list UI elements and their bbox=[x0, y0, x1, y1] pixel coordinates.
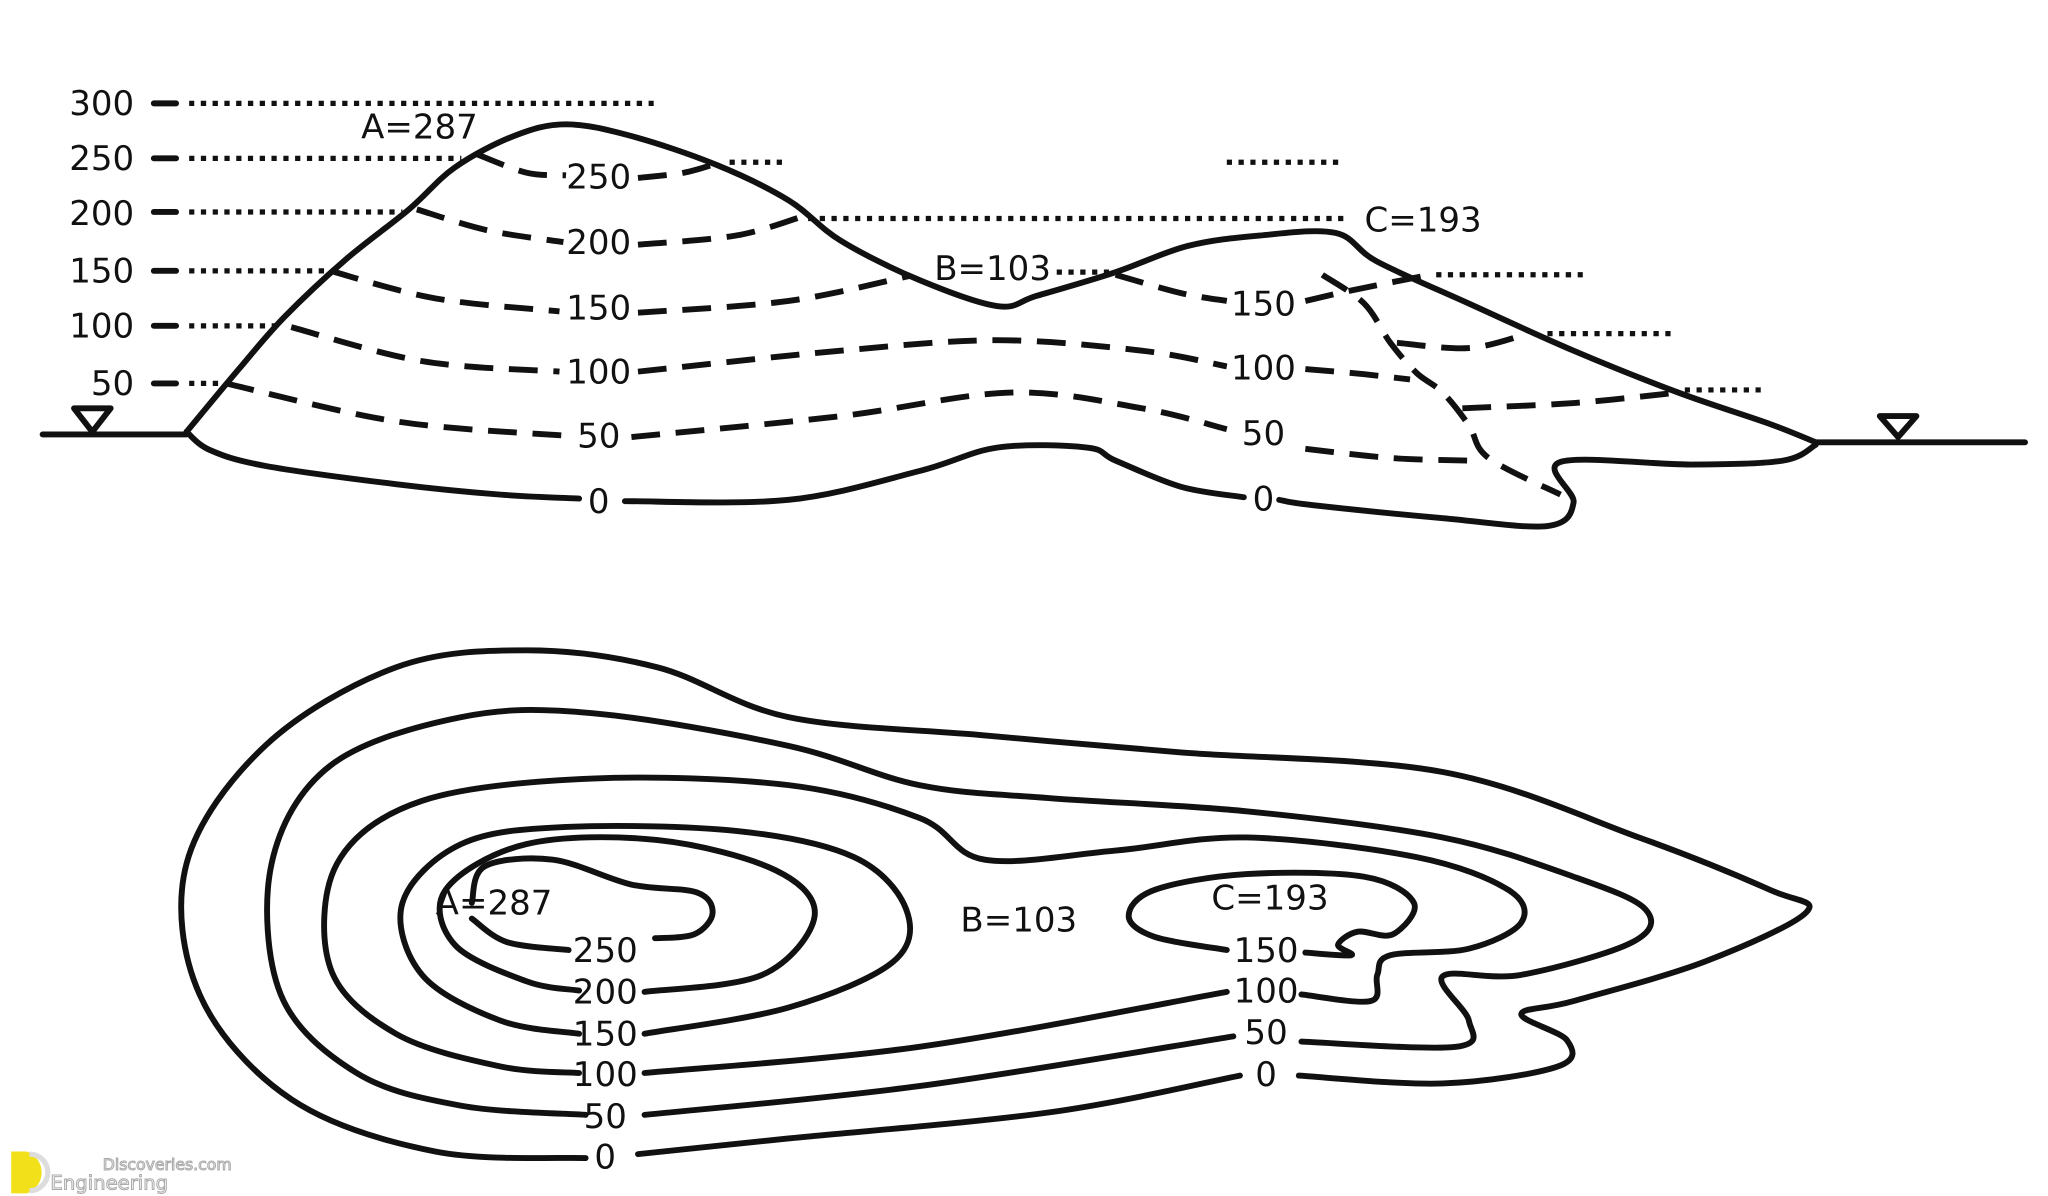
plan-view: A=287 B=103 C=193 250 200 150 100 50 0 1… bbox=[178, 647, 1813, 1178]
terrain-base-0 bbox=[1276, 441, 1819, 530]
section-contour-150 bbox=[329, 268, 560, 315]
section-contour-50 bbox=[631, 389, 1228, 440]
section-contour-100 bbox=[637, 337, 1228, 375]
section-contour-100 bbox=[1305, 366, 1411, 383]
plan-contour-labels-right: 150 100 50 0 bbox=[1234, 931, 1299, 1095]
logo-text: Engineering bbox=[50, 1171, 168, 1194]
peak-c-label: C=193 bbox=[1365, 201, 1482, 241]
contour-label: 150 bbox=[573, 1015, 638, 1055]
section-contour-50 bbox=[1462, 389, 1679, 412]
contour-label: 250 bbox=[566, 157, 631, 197]
logo-text: Discoveries.com bbox=[103, 1155, 232, 1174]
plan-contour-labels-left: 250 200 150 100 50 0 bbox=[573, 931, 638, 1178]
cross-section: 300 250 200 150 100 50 A=287 B=103 C=193… bbox=[39, 84, 2028, 530]
contour-label: 150 bbox=[1234, 931, 1299, 971]
peak-c-label: C=193 bbox=[1211, 878, 1328, 918]
peak-a-label: A=287 bbox=[436, 884, 553, 924]
terrain-base-0 bbox=[183, 428, 583, 502]
section-contour-150 bbox=[1114, 271, 1228, 304]
contour-label: 200 bbox=[573, 973, 638, 1013]
terrain-base-0 bbox=[621, 442, 1247, 506]
section-contour-50 bbox=[1305, 445, 1469, 464]
plan-contour-100 bbox=[641, 988, 1230, 1076]
contour-label: 50 bbox=[1242, 414, 1285, 454]
contour-label: 250 bbox=[573, 931, 638, 971]
elevation-label: 250 bbox=[69, 139, 134, 179]
contour-label: 150 bbox=[1231, 284, 1296, 324]
plan-contour-150-a bbox=[397, 822, 914, 1037]
contour-label: 0 bbox=[588, 482, 610, 522]
logo-mark bbox=[11, 1151, 42, 1194]
plan-contour-50 bbox=[641, 1033, 1237, 1118]
elevation-label: 50 bbox=[91, 364, 134, 404]
contour-label: 100 bbox=[573, 1055, 638, 1095]
contour-label: 150 bbox=[566, 288, 631, 328]
plan-contour-150-c bbox=[1125, 869, 1418, 959]
contour-labels-left: 250 200 150 100 50 0 bbox=[566, 157, 631, 522]
elevation-axis-labels: 300 250 200 150 100 50 bbox=[69, 84, 134, 404]
contour-label: 0 bbox=[1255, 1055, 1277, 1095]
contour-label: 100 bbox=[566, 352, 631, 392]
terrain-profile bbox=[183, 121, 1819, 446]
elevation-label: 150 bbox=[69, 252, 134, 292]
contour-label: 0 bbox=[594, 1138, 616, 1178]
plan-contour-200 bbox=[436, 834, 818, 995]
section-contour-200 bbox=[637, 213, 806, 248]
contour-label: 100 bbox=[1231, 348, 1296, 388]
section-contour-100 bbox=[1396, 330, 1529, 352]
water-level-icon bbox=[71, 405, 114, 435]
contour-labels-right: 150 100 50 0 bbox=[1231, 284, 1296, 519]
elevation-label: 300 bbox=[69, 84, 134, 124]
saddle-b-label: B=103 bbox=[960, 901, 1077, 941]
plan-contour-100 bbox=[321, 774, 1528, 1076]
section-spur-line bbox=[1320, 272, 1562, 498]
peak-a-label: A=287 bbox=[361, 108, 478, 148]
plan-contour-0 bbox=[178, 647, 1813, 1162]
section-contour-50 bbox=[225, 380, 567, 439]
contour-label: 50 bbox=[577, 417, 620, 457]
logo-mark bbox=[29, 1151, 51, 1194]
contour-label: 200 bbox=[566, 223, 631, 263]
saddle-b-label: B=103 bbox=[934, 249, 1051, 289]
elevation-label: 100 bbox=[69, 307, 134, 347]
elevation-label: 200 bbox=[69, 194, 134, 234]
plan-contour-0 bbox=[635, 1072, 1243, 1158]
section-contour-150 bbox=[1304, 271, 1431, 304]
section-contour-150 bbox=[637, 273, 910, 316]
plan-contour-250 bbox=[468, 855, 716, 942]
plan-contour-50 bbox=[264, 706, 1655, 1118]
section-contour-250 bbox=[475, 151, 567, 179]
water-level-icon bbox=[1876, 413, 1920, 440]
contour-label: 0 bbox=[1253, 479, 1275, 519]
contour-label: 50 bbox=[1244, 1013, 1287, 1053]
contour-label: 100 bbox=[1234, 971, 1299, 1011]
contour-label: 50 bbox=[584, 1097, 627, 1137]
section-contour-200 bbox=[416, 206, 564, 245]
watermark-logo: Discoveries.com Engineering bbox=[11, 1151, 232, 1195]
section-contour-250 bbox=[637, 160, 718, 181]
plan-contour-250 bbox=[468, 915, 572, 953]
section-contour-100 bbox=[290, 324, 560, 375]
